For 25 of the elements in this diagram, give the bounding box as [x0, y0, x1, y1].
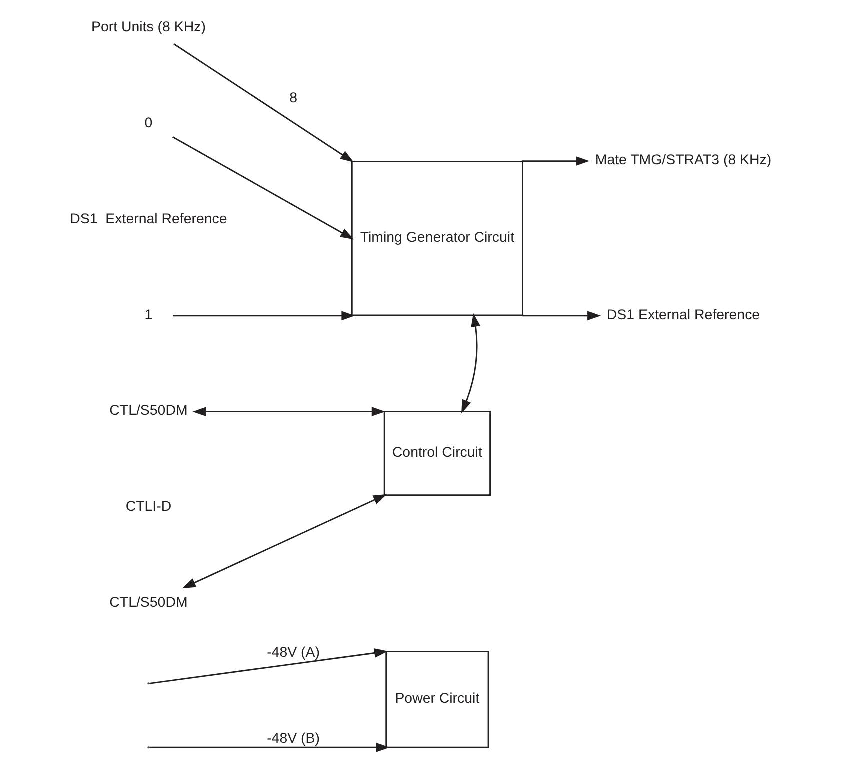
arrow — [173, 44, 354, 162]
label: CTLI-D — [125, 499, 172, 516]
arrow — [192, 407, 385, 417]
edge-label: 8 — [289, 90, 297, 106]
arrow — [172, 136, 354, 240]
arrow — [172, 311, 355, 321]
node-text: DS1 External Reference — [606, 307, 760, 324]
node-text: 0 — [144, 115, 152, 132]
node-text: CTL/S50DM — [109, 403, 188, 420]
node-box: Control Circuit — [383, 411, 490, 496]
label: DS1 External Reference — [70, 211, 227, 228]
edge-label: -48V (B) — [266, 730, 320, 747]
arrow — [522, 311, 601, 321]
arrow — [461, 314, 480, 414]
arrow — [182, 494, 386, 589]
arrow — [149, 648, 388, 684]
node-text: Mate TMG/STRAT3 (8 KHz) — [594, 152, 772, 169]
node-text: 1 — [144, 307, 152, 324]
node-box: Timing Generator Circuit — [350, 161, 523, 316]
node-text: Port Units (8 KHz) — [91, 19, 206, 36]
arrow — [149, 742, 390, 752]
node-text: CTL/S50DM — [109, 595, 188, 612]
arrow — [521, 156, 590, 166]
node-box: Power Circuit — [385, 650, 489, 748]
edge-label: -48V (A) — [266, 644, 320, 661]
